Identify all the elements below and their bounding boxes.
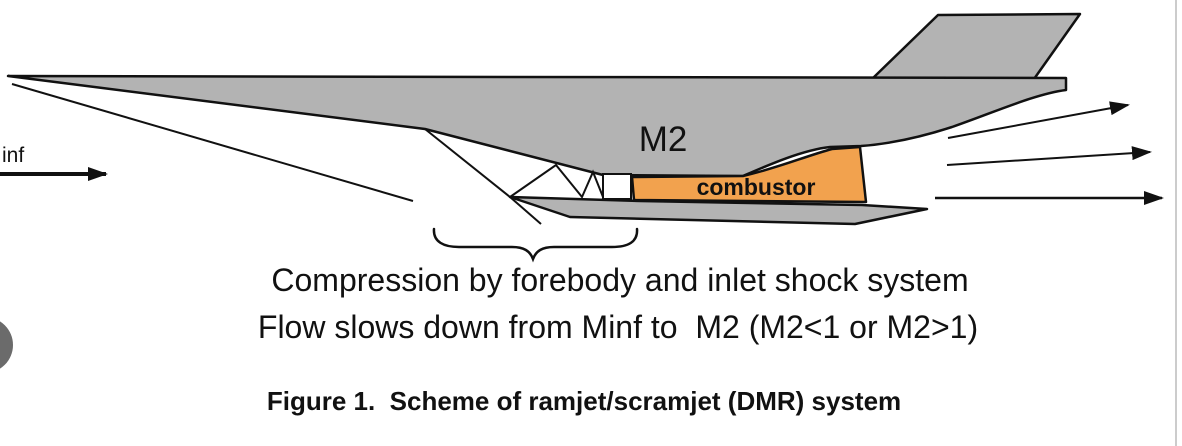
exhaust-arrows [935, 101, 1164, 205]
inlet-shock-train-zigzag [509, 163, 604, 199]
vehicle-body-shape [6, 74, 1068, 178]
annotation-line2: Flow slows down from Minf to M2 (M2<1 or… [257, 309, 979, 345]
forebody-shock-line [11, 83, 414, 202]
ramp-shock-line [424, 128, 511, 198]
annotation-line1: Compression by forebody and inlet shock … [271, 262, 969, 298]
tail-fin-shape [870, 12, 1082, 81]
station-m2-label: M2 [638, 120, 688, 159]
page-divider-line [1175, 0, 1177, 446]
combustor-label: combustor [696, 174, 816, 200]
exhaust-arrow-middle [946, 146, 1152, 166]
freestream-mach-label: inf [2, 144, 25, 167]
exhaust-arrow-top [947, 101, 1130, 139]
figure-caption: Figure 1. Scheme of ramjet/scramjet (DMR… [266, 386, 902, 416]
combustor-shape [630, 145, 868, 204]
shock-system [11, 83, 604, 225]
cowl-spillage-shock-line [509, 196, 542, 225]
underbrace [432, 227, 639, 263]
isolator-box [602, 173, 632, 200]
